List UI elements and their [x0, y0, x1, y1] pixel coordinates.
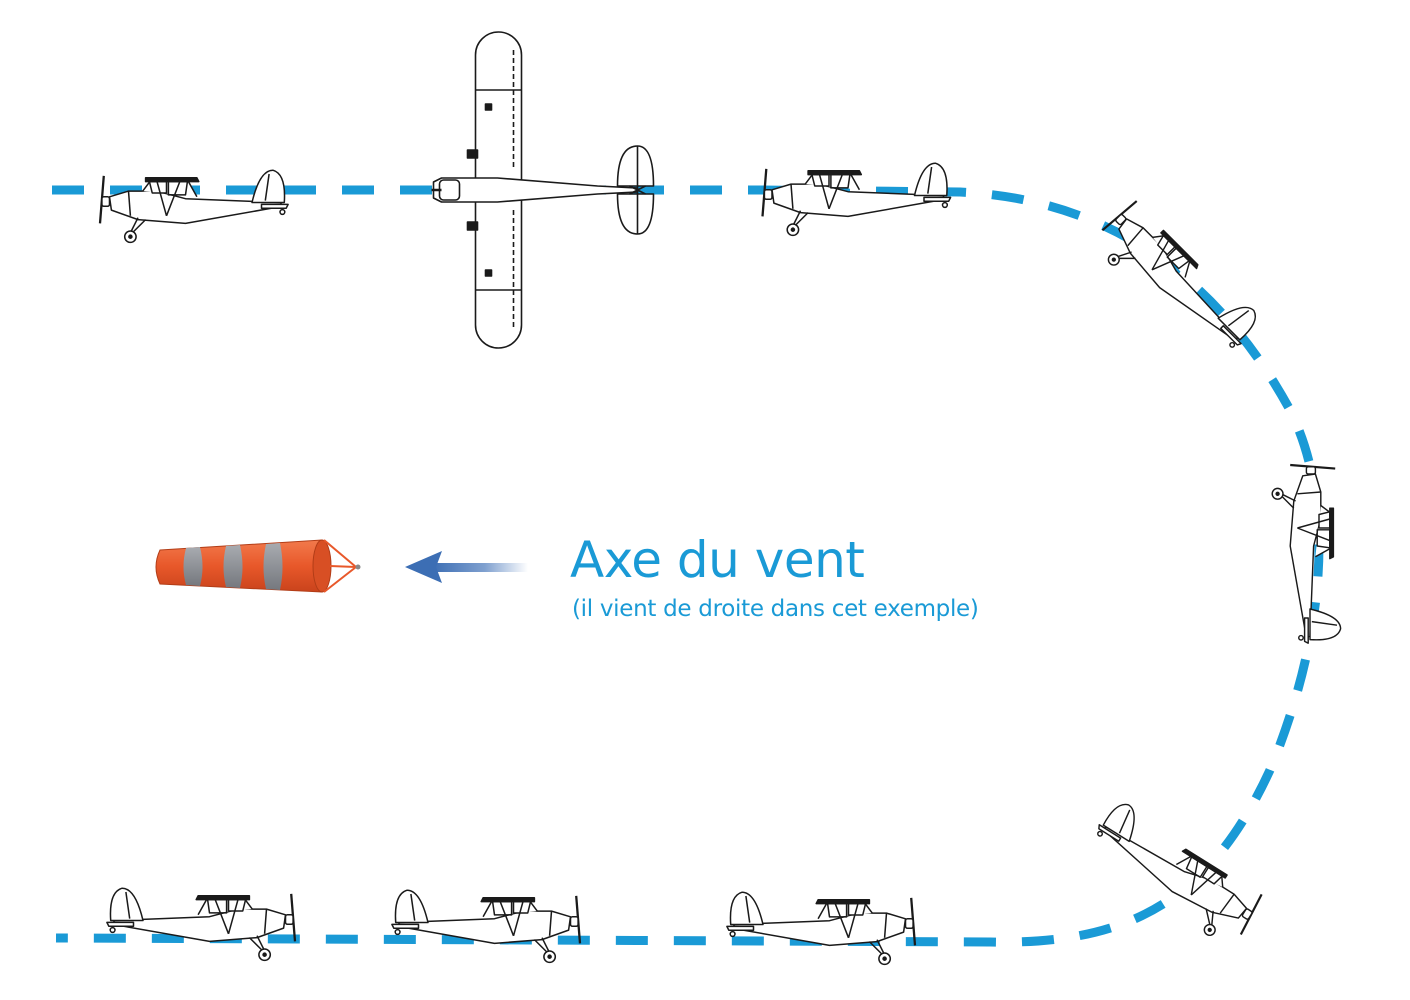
- aircraft-icon: [761, 162, 952, 237]
- aircraft-7: [105, 887, 297, 962]
- windsock-icon: [155, 539, 361, 593]
- aircraft-icon: [105, 887, 297, 962]
- aircraft-2-top-view: [430, 30, 655, 350]
- wind-axis-title: Axe du vent: [570, 531, 865, 589]
- aircraft-icon: [1271, 463, 1342, 645]
- aircraft-icon: [430, 30, 655, 350]
- aircraft-5: [1271, 463, 1342, 645]
- arrow-left-icon: [405, 551, 528, 583]
- flight-path-turn: [55, 185, 1324, 947]
- aircraft-icon: [1088, 193, 1266, 371]
- wind-axis-subtitle: (il vient de droite dans cet exemple): [572, 596, 979, 622]
- aircraft-icon: [725, 891, 917, 966]
- aircraft-icon: [98, 169, 290, 244]
- aircraft-8: [390, 889, 582, 964]
- aircraft-9: [725, 891, 917, 966]
- aircraft-4: [1088, 193, 1266, 371]
- aircraft-3: [761, 162, 952, 237]
- aircraft-1: [98, 169, 290, 244]
- aircraft-icon: [390, 889, 582, 964]
